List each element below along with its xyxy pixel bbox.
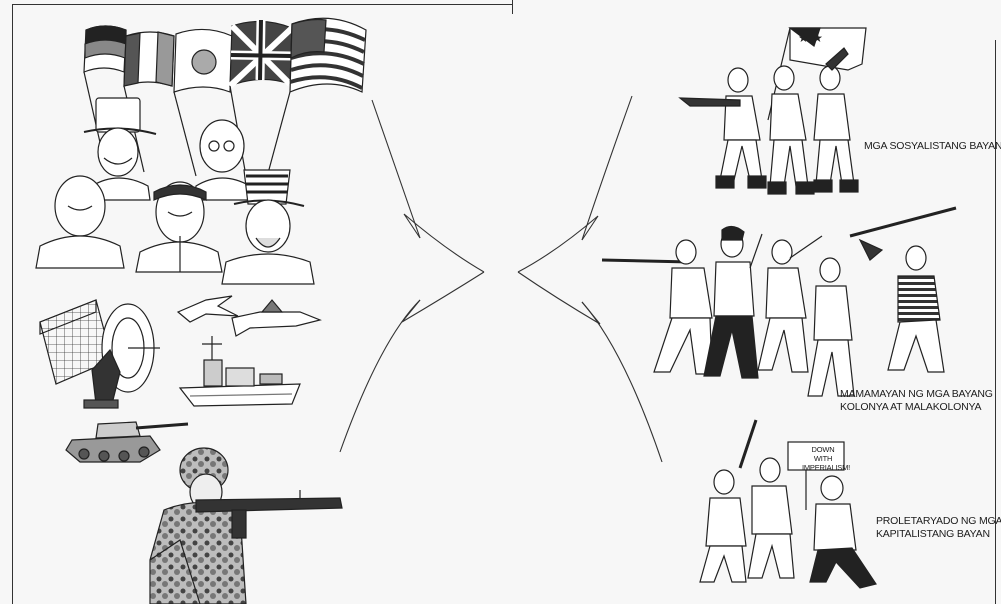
- tank-icon: [66, 422, 188, 462]
- svg-text:★ ★: ★ ★: [798, 31, 823, 45]
- socialist-soldiers-icon: ★ ★: [680, 28, 866, 194]
- label-proletariat-line-1: PROLETARYADO NG MGA: [876, 515, 1001, 528]
- fighter-jet-icon: [178, 296, 320, 336]
- warship-icon: [180, 336, 300, 406]
- label-proletariat: PROLETARYADO NG MGA KAPITALISTANG BAYAN: [876, 515, 1001, 541]
- placard-line-2: IMPERIALISM!: [802, 463, 844, 472]
- label-proletariat-line-2: KAPITALISTANG BAYAN: [876, 528, 1001, 541]
- placard-line-1: DOWN WITH: [802, 445, 844, 463]
- label-socialist-text: MGA SOSYALISTANG BAYAN: [864, 140, 1001, 153]
- label-colonized-line-1: MAMAMAYAN NG MGA BAYANG: [840, 388, 993, 401]
- soldier-rifle-icon: [150, 448, 342, 604]
- label-colonized-peoples: MAMAMAYAN NG MGA BAYANG KOLONYA AT MALAK…: [840, 388, 993, 414]
- label-colonized-line-2: KOLONYA AT MALAKOLONYA: [840, 401, 993, 414]
- protest-placard: DOWN WITH IMPERIALISM!: [802, 445, 844, 472]
- workers-protest-icon: [700, 420, 876, 588]
- convergence-arrows-icon: [340, 96, 662, 462]
- armed-people-icon: [602, 208, 956, 396]
- imperialist-leaders-icon: [36, 98, 314, 284]
- radar-icon: [40, 300, 160, 408]
- label-socialist-nations: MGA SOSYALISTANG BAYAN: [864, 140, 1001, 153]
